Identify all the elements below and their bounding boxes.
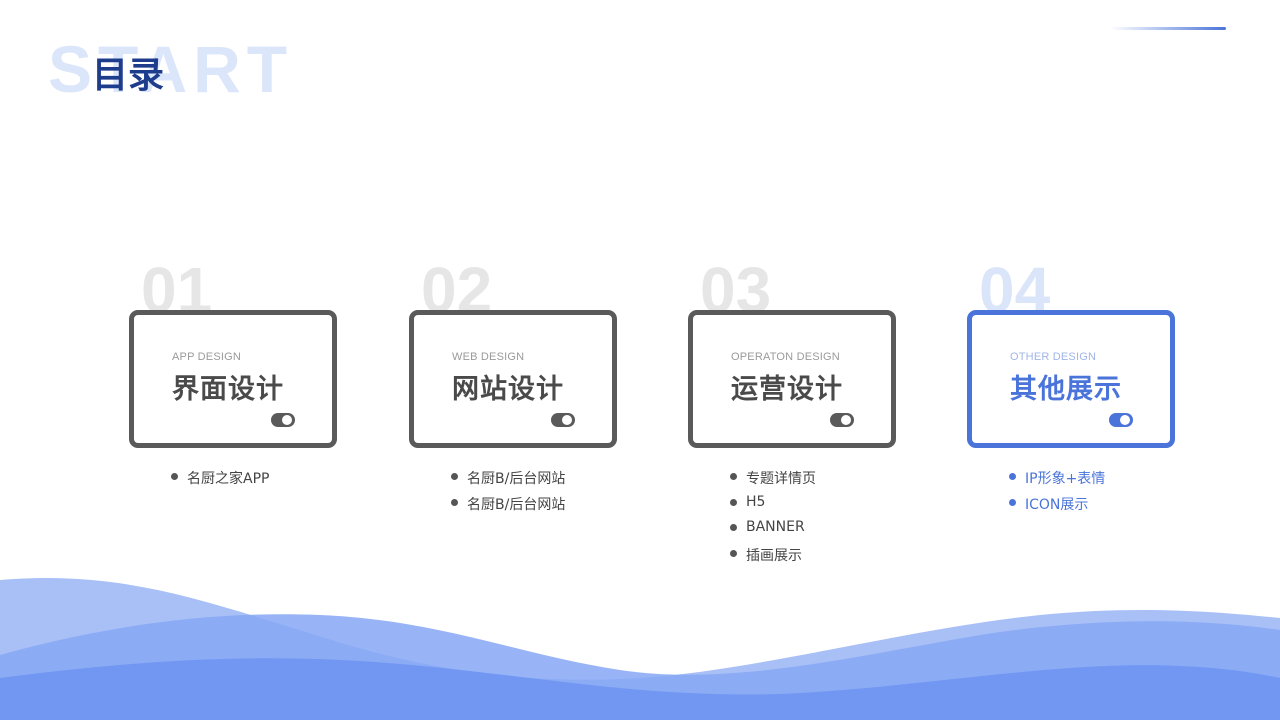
section-english-label: OTHER DESIGN (1010, 351, 1097, 363)
section-item-list: IP形象+表情 ICON展示 (1009, 468, 1105, 519)
list-item: 名厨B/后台网站 (451, 468, 565, 494)
toggle-switch[interactable] (830, 413, 854, 427)
bullet-dot-icon (730, 549, 737, 557)
section-card[interactable]: APP DESIGN 界面设计 (129, 310, 337, 448)
bullet-dot-icon (730, 498, 737, 506)
toggle-knob (282, 415, 292, 425)
section-title: 网站设计 (452, 374, 564, 405)
list-item: 名厨B/后台网站 (451, 494, 565, 520)
list-item: 插画展示 (730, 545, 816, 571)
section-item-list: 名厨B/后台网站 名厨B/后台网站 (451, 468, 565, 519)
section-title: 运营设计 (731, 374, 843, 405)
bullet-dot-icon (451, 473, 458, 480)
header-watermark: START (48, 32, 294, 106)
bullet-dot-icon (730, 473, 737, 480)
section-english-label: APP DESIGN (172, 351, 242, 363)
section-english-label: WEB DESIGN (452, 351, 525, 363)
toggle-switch[interactable] (551, 413, 575, 427)
section-card[interactable]: WEB DESIGN 网站设计 (409, 310, 617, 448)
bullet-dot-icon (451, 498, 458, 506)
bullet-dot-icon (171, 473, 178, 480)
toggle-knob (562, 415, 572, 425)
section-card[interactable]: OTHER DESIGN 其他展示 (967, 310, 1175, 448)
list-item: ICON展示 (1009, 494, 1105, 520)
toggle-knob (841, 415, 851, 425)
page-title: 目录 (92, 55, 165, 96)
toggle-switch[interactable] (1109, 413, 1133, 427)
section-item-list: 专题详情页 H5 BANNER 插画展示 (730, 468, 816, 570)
bullet-dot-icon (1009, 498, 1016, 506)
bottom-wave-decoration (0, 578, 1280, 720)
section-english-label: OPERATON DESIGN (731, 351, 840, 363)
section-title: 其他展示 (1010, 374, 1122, 405)
bullet-dot-icon (730, 524, 737, 531)
list-item: H5 (730, 494, 816, 520)
top-accent-line (1110, 27, 1226, 30)
list-item: 专题详情页 (730, 468, 816, 494)
section-item-list: 名厨之家APP (171, 468, 269, 494)
bullet-dot-icon (1009, 473, 1016, 480)
list-item: IP形象+表情 (1009, 468, 1105, 494)
list-item: BANNER (730, 519, 816, 545)
list-item: 名厨之家APP (171, 468, 269, 494)
toggle-knob (1120, 415, 1130, 425)
wave-front (0, 658, 1280, 720)
toggle-switch[interactable] (271, 413, 295, 427)
section-title: 界面设计 (172, 374, 284, 405)
section-card[interactable]: OPERATON DESIGN 运营设计 (688, 310, 896, 448)
